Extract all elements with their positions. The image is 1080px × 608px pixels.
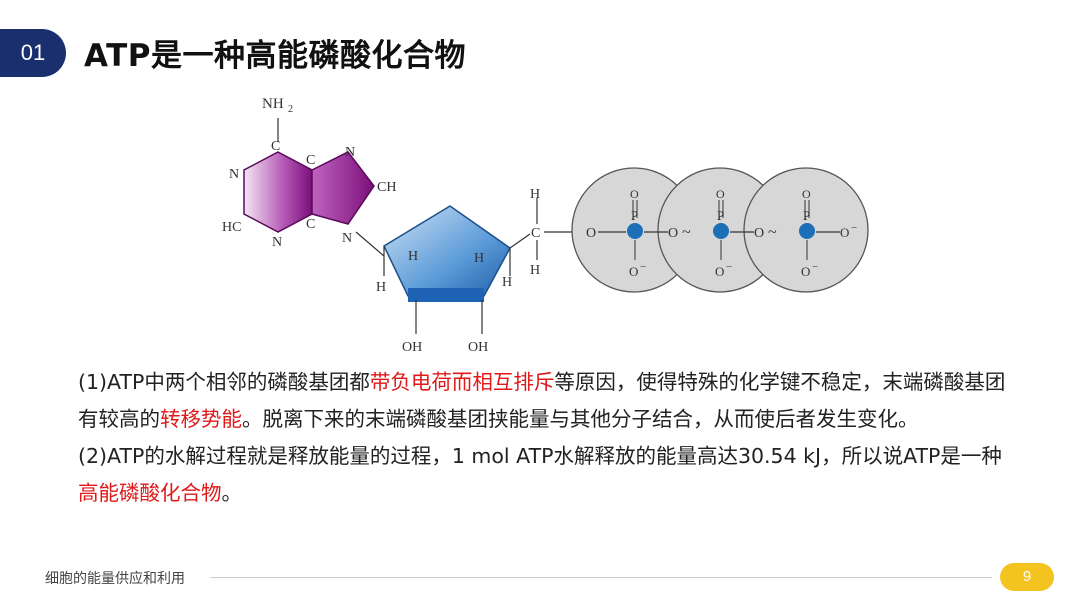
highlight-repulsion: 带负电荷而相互排斥 xyxy=(369,370,555,394)
svg-text:P: P xyxy=(631,208,638,223)
atp-structure-diagram: NH 2 C C C N N CH HC N N H H H H OH OH H… xyxy=(222,96,869,355)
svg-text:2: 2 xyxy=(288,104,293,115)
svg-text:C: C xyxy=(306,217,315,232)
svg-text:~: ~ xyxy=(768,224,777,241)
svg-text:~: ~ xyxy=(682,224,691,241)
svg-text:H: H xyxy=(502,275,512,290)
paragraph-2: (2)ATP的水解过程就是释放能量的过程，1 mol ATP水解释放的能量高达3… xyxy=(78,444,1002,505)
svg-text:OH: OH xyxy=(402,340,422,355)
svg-text:O: O xyxy=(716,187,725,201)
svg-text:O: O xyxy=(840,225,849,240)
svg-text:−: − xyxy=(640,261,646,273)
section-number-badge: 01 xyxy=(0,29,66,77)
svg-text:O: O xyxy=(802,187,811,201)
svg-text:NH: NH xyxy=(262,96,284,112)
svg-text:H: H xyxy=(530,263,540,278)
page-number: 9 xyxy=(1000,563,1054,591)
footer-divider xyxy=(210,577,992,578)
adenine-base: NH 2 C C C N N CH HC N N xyxy=(222,96,396,250)
svg-text:C: C xyxy=(306,153,315,168)
svg-text:−: − xyxy=(851,222,857,234)
svg-text:N: N xyxy=(229,167,239,182)
svg-text:HC: HC xyxy=(222,220,241,235)
svg-text:H: H xyxy=(474,251,484,266)
svg-text:N: N xyxy=(342,231,352,246)
svg-text:O: O xyxy=(668,226,678,241)
svg-text:O: O xyxy=(715,264,724,279)
phosphate-groups: O O ~ O ~ P P P O O O O − O − O − O − xyxy=(571,167,869,293)
explanation-text: (1)ATP中两个相邻的磷酸基团都带负电荷而相互排斥等原因，使得特殊的化学键不稳… xyxy=(78,364,1008,512)
svg-text:O: O xyxy=(630,187,639,201)
ribose-sugar: H H H H OH OH xyxy=(355,205,512,355)
svg-text:O: O xyxy=(801,264,810,279)
svg-text:O: O xyxy=(629,264,638,279)
highlight-transfer-potential: 转移势能 xyxy=(160,407,242,431)
svg-text:C: C xyxy=(271,139,280,154)
svg-text:P: P xyxy=(803,208,810,223)
svg-text:H: H xyxy=(530,187,540,202)
svg-text:O: O xyxy=(754,226,764,241)
svg-text:CH: CH xyxy=(377,180,396,195)
svg-text:O: O xyxy=(586,226,596,241)
paragraph-1: (1)ATP中两个相邻的磷酸基团都带负电荷而相互排斥等原因，使得特殊的化学键不稳… xyxy=(78,370,1006,431)
svg-text:N: N xyxy=(345,145,355,160)
svg-text:OH: OH xyxy=(468,340,488,355)
svg-text:H: H xyxy=(376,280,386,295)
svg-text:N: N xyxy=(272,235,282,250)
page-title: ATP是一种高能磷酸化合物 xyxy=(84,38,466,74)
svg-text:H: H xyxy=(408,249,418,264)
svg-text:−: − xyxy=(726,261,732,273)
svg-text:−: − xyxy=(812,261,818,273)
svg-text:P: P xyxy=(717,208,724,223)
highlight-compound: 高能磷酸化合物 xyxy=(78,481,222,505)
footer-chapter-label: 细胞的能量供应和利用 xyxy=(45,571,185,587)
svg-text:C: C xyxy=(531,226,540,241)
